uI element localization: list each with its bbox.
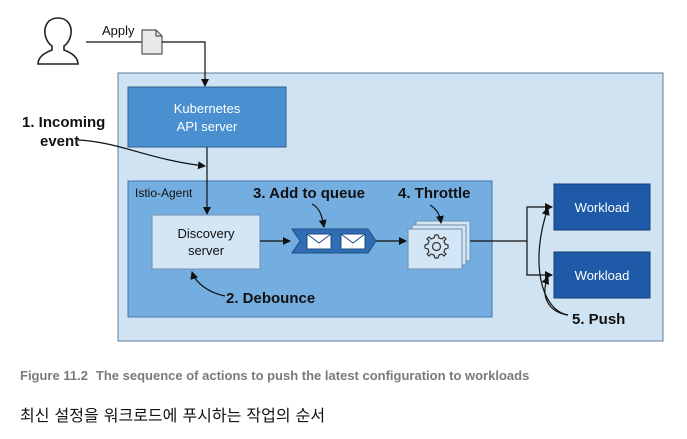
- user-icon: [37, 17, 79, 65]
- push-arrow-2: [541, 276, 569, 316]
- push-arrow-1: [538, 207, 569, 316]
- figure-caption-text: The sequence of actions to push the late…: [95, 368, 530, 383]
- discovery-label-line2: server: [188, 243, 225, 258]
- discovery-label-line1: Discovery: [177, 226, 235, 241]
- korean-caption: 최신 설정을 워크로드에 푸시하는 작업의 순서: [20, 406, 326, 425]
- workload-box-1: [553, 183, 651, 231]
- document-icon: [141, 29, 163, 55]
- step-push: 5. Push: [572, 311, 625, 328]
- step-debounce: 2. Debounce: [226, 290, 315, 307]
- step-add-to-queue: 3. Add to queue: [253, 185, 365, 202]
- debounce-arrow: [190, 271, 226, 297]
- step-throttle: 4. Throttle: [398, 185, 471, 202]
- kubernetes-label-line1: Kubernetes: [174, 101, 241, 116]
- step-incoming-line1: 1. Incoming: [22, 114, 105, 131]
- istio-agent-label: Istio-Agent: [135, 186, 193, 200]
- envelope-icon: [340, 233, 366, 250]
- push-line-workload-2: [526, 241, 553, 279]
- apply-arrow: [162, 41, 209, 87]
- gear-icon: [424, 234, 449, 259]
- workload-box-2: [553, 251, 651, 299]
- kubernetes-api-server-box: [127, 86, 287, 148]
- step-incoming-line2: event: [40, 133, 79, 150]
- incoming-event-arrow: [77, 139, 206, 170]
- add-to-queue-arrow: [311, 203, 327, 228]
- push-line-workload-1: [526, 203, 553, 241]
- workload-label-2: Workload: [575, 268, 630, 283]
- envelope-icon: [306, 233, 332, 250]
- apply-label: Apply: [102, 23, 135, 38]
- figure-number: Figure 11.2: [20, 368, 88, 383]
- figure-caption: Figure 11.2 The sequence of actions to pu…: [20, 368, 680, 383]
- throttle-arrow: [429, 204, 444, 224]
- kubernetes-label-line2: API server: [177, 119, 238, 134]
- discovery-server-box: [151, 214, 261, 270]
- architecture-diagram: Apply Kubernetes API server Istio-Agent …: [22, 17, 664, 342]
- workload-label-1: Workload: [575, 200, 630, 215]
